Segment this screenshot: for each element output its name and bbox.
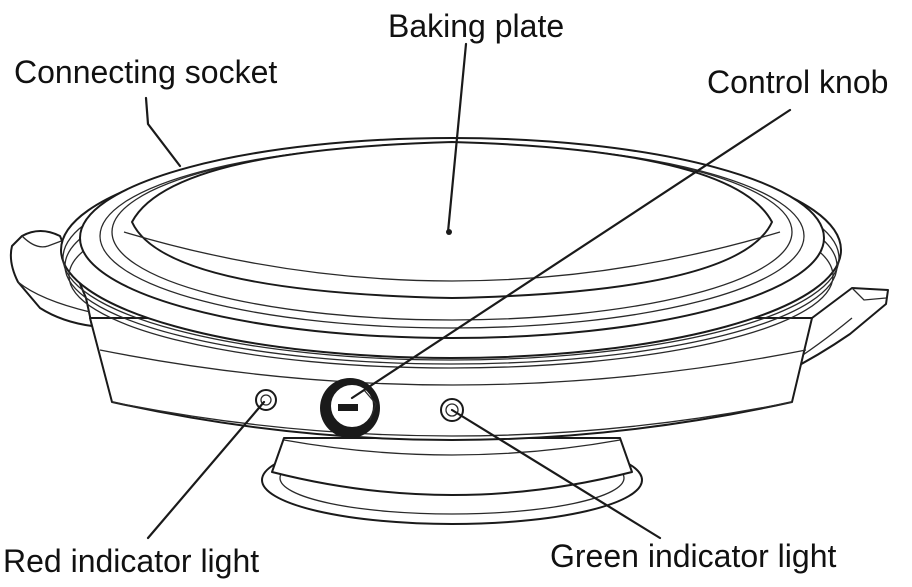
baking-plate-surface <box>123 141 781 299</box>
left-handle <box>9 230 93 327</box>
label-baking-plate: Baking plate <box>388 8 565 44</box>
control-knob <box>320 378 380 438</box>
base-stand <box>261 435 643 525</box>
leader-control-knob <box>350 108 792 400</box>
leader-red-indicator <box>146 400 266 540</box>
label-red-indicator-light: Red indicator light <box>3 543 260 579</box>
leader-green-indicator <box>450 408 662 540</box>
label-connecting-socket: Connecting socket <box>14 54 278 90</box>
label-control-knob: Control knob <box>707 64 889 100</box>
leader-connecting-socket <box>144 96 182 168</box>
leader-baking-plate <box>446 42 468 234</box>
label-green-indicator-light: Green indicator light <box>550 538 837 574</box>
leader-lines <box>144 42 792 540</box>
